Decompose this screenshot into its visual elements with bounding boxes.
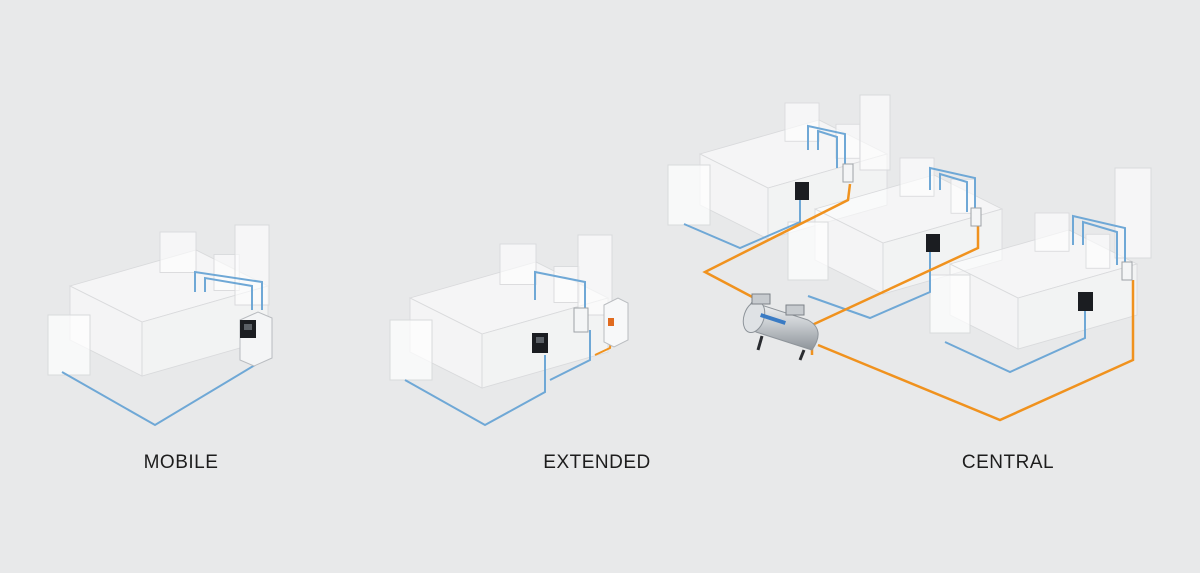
mobile-vacuum-unit-icon [239, 311, 273, 367]
central-machine-2 [787, 157, 1003, 295]
central-control-unit-icons [795, 182, 1093, 311]
mobile-label: MOBILE [143, 452, 219, 473]
mobile-blue-lines [61, 270, 263, 427]
extended-machine [389, 234, 613, 389]
extended-filter-box-icon [573, 307, 589, 333]
central-filter-box-icons [842, 163, 1133, 281]
extended-configuration [389, 234, 629, 427]
extended-label: EXTENDED [543, 452, 651, 473]
extended-vacuum-pump-icon [603, 297, 629, 348]
central-blue-lines [683, 124, 1126, 374]
central-label: CENTRAL [961, 452, 1055, 473]
mobile-configuration [47, 224, 273, 427]
central-machine-3 [929, 167, 1152, 350]
central-configuration [667, 94, 1152, 422]
extended-control-unit-icon [532, 333, 548, 353]
central-machine-1 [667, 94, 891, 240]
mobile-machine [47, 224, 270, 377]
central-compressor-tank-icon [742, 293, 819, 361]
extended-blue-lines [404, 270, 591, 427]
